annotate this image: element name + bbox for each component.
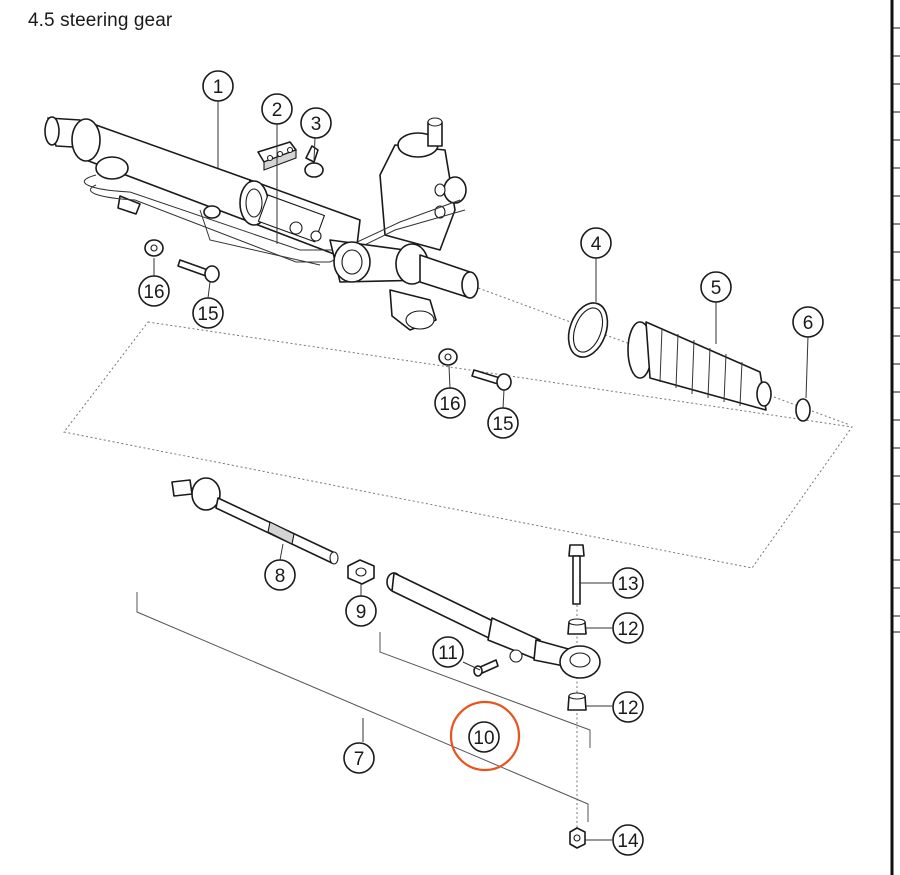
callout-15a-label: 15: [197, 304, 218, 325]
callout-4-label: 4: [591, 234, 602, 255]
part-5-bellows-boot: [627, 321, 772, 411]
callout-7: 7: [343, 742, 375, 774]
callout-15a: 15: [192, 297, 224, 329]
leader-lines: [153, 101, 809, 841]
callout-12a-label: 12: [617, 619, 638, 640]
callout-16b-label: 16: [439, 394, 460, 415]
callout-15b: 15: [487, 407, 519, 439]
callout-3-label: 3: [311, 114, 322, 135]
callout-10-label: 10: [473, 728, 494, 749]
callout-7-label: 7: [354, 749, 365, 770]
callout-8-label: 8: [275, 566, 286, 587]
callout-15b-label: 15: [492, 414, 513, 435]
part-3-clip: [304, 145, 324, 178]
callout-1-label: 1: [213, 77, 224, 98]
callout-16b: 16: [434, 387, 466, 419]
callout-6: 6: [792, 306, 824, 338]
callout-2-label: 2: [272, 100, 283, 121]
steering-rack: [44, 116, 479, 331]
callout-9: 9: [345, 595, 377, 627]
callout-10: 10: [468, 721, 500, 753]
assembly-10-bracket: [379, 632, 591, 748]
callout-5-label: 5: [711, 278, 722, 299]
part-13-bolt: [568, 544, 585, 605]
callout-4: 4: [580, 227, 612, 259]
callout-1: 1: [202, 70, 234, 102]
right-edge-ruler: [890, 0, 900, 875]
page-title: 4.5 steering gear: [28, 10, 173, 31]
callout-11-label: 11: [438, 643, 458, 664]
callout-14-label: 14: [617, 831, 639, 852]
part-6-boot-clamp: [795, 398, 811, 422]
part-12-bushing: [567, 618, 587, 635]
callout-16a: 16: [138, 275, 170, 307]
part-11-pinch-bolt: [473, 659, 499, 677]
assembly-7-bracket: [136, 592, 589, 822]
assembly-outline: [63, 321, 853, 569]
callout-6-label: 6: [803, 313, 814, 334]
callout-9-label: 9: [356, 602, 367, 623]
callout-14: 14: [612, 824, 644, 856]
callout-11: 11: [432, 636, 464, 668]
callout-3: 3: [300, 107, 332, 139]
callout-5: 5: [700, 271, 732, 303]
part-15-bolt: [177, 259, 220, 283]
callout-12a: 12: [612, 612, 644, 644]
part-14-nut: [569, 827, 586, 849]
callout-16a-label: 16: [143, 282, 164, 303]
part-2-clamp-block: [257, 141, 297, 171]
part-9-nut: [347, 559, 375, 585]
callout-2: 2: [261, 93, 293, 125]
part-10-outer-tie-rod: [386, 572, 601, 679]
callout-13-label: 13: [617, 574, 638, 595]
part-12-bushing: [567, 692, 587, 711]
callout-13: 13: [612, 567, 644, 599]
highlight-ring: [449, 700, 521, 772]
callout-12b: 12: [612, 691, 644, 723]
part-8-inner-tie-rod: [171, 477, 339, 565]
callout-12b-label: 12: [617, 698, 638, 719]
callout-8: 8: [264, 559, 296, 591]
